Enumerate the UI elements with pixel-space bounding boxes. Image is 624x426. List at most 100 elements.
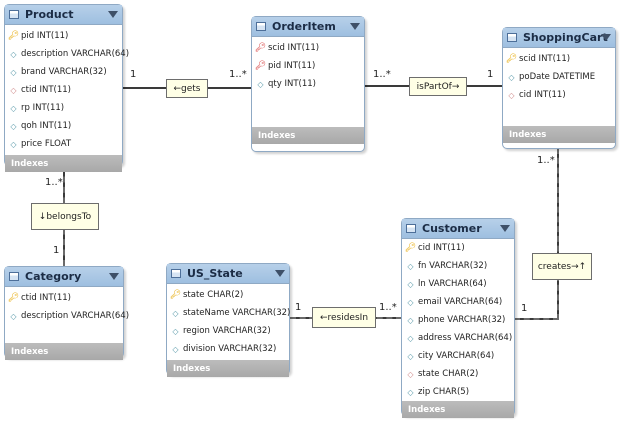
column-row[interactable]: ◇city VARCHAR(64) [402,347,514,365]
relationship-label-resides-in[interactable]: ←residesIn [312,307,376,328]
table-us-state[interactable]: US_State 🔑︎state CHAR(2) ◇stateName VARC… [166,263,291,377]
primary-key-icon: 🔑︎ [7,31,20,41]
relationship-label-is-part-of[interactable]: isPartOf→ [409,77,467,96]
table-header[interactable]: Product [5,5,122,25]
column-text: stateName VARCHAR(32) [183,308,291,318]
column-text: cid INT(11) [418,243,465,253]
indexes-bar[interactable]: Indexes [5,343,123,360]
column-row[interactable]: ◇ qoh INT(11) [5,117,122,135]
cardinality-belongsto-category: 1 [53,245,60,256]
column-row[interactable]: ◇description VARCHAR(64) [5,45,129,63]
column-text: email VARCHAR(64) [418,297,503,307]
creates-line-horizontal [514,318,559,320]
column-row[interactable]: ◇address VARCHAR(64) [402,329,514,347]
column-row[interactable]: ◇ rp INT(11) [5,99,122,117]
column-diamond-icon: ◇ [10,121,17,131]
cardinality-belongsto-product: 1..* [45,177,63,188]
column-text: phone VARCHAR(32) [418,315,506,325]
collapse-arrow-icon[interactable] [108,11,118,18]
table-product[interactable]: Product 🔑︎pid INT(11) ◇description VARCH… [4,4,129,172]
column-row[interactable]: ◇stateName VARCHAR(32) [167,304,291,322]
collapse-arrow-icon[interactable] [275,270,285,277]
column-row[interactable]: ◇ fn VARCHAR(32) [402,257,514,275]
column-row[interactable]: ◇phone VARCHAR(32) [402,311,514,329]
column-row[interactable]: 🔑︎scid INT(11) [252,39,364,57]
table-name: Customer [422,222,482,235]
column-diamond-icon: ◇ [10,311,17,321]
foreign-primary-key-icon: 🔑︎ [254,43,267,53]
column-text: description VARCHAR(64) [21,311,130,321]
column-row[interactable]: ◇ln VARCHAR(64) [402,275,514,293]
column-text: zip CHAR(5) [418,387,470,397]
column-row[interactable]: ◇ description VARCHAR(64) [5,307,129,325]
column-row[interactable]: ◇ ctid INT(11) [5,81,122,99]
primary-key-icon: 🔑︎ [7,293,20,303]
table-customer[interactable]: Customer 🔑︎cid INT(11) ◇ fn VARCHAR(32) ◇… [401,218,515,418]
column-row[interactable]: ◇division VARCHAR(32) [167,340,289,358]
column-diamond-icon: ◇ [10,49,17,59]
relationship-label-belongs-to[interactable]: ↓belongsTo [31,203,99,230]
column-row[interactable]: 🔑︎pid INT(11) [252,57,364,75]
indexes-bar[interactable]: Indexes [167,360,289,377]
table-shoppingcart[interactable]: ShoppingCart 🔑︎scid INT(11) ◇poDate DATE… [502,27,616,149]
collapse-arrow-icon[interactable] [350,23,360,30]
column-row[interactable]: ◇cid INT(11) [503,86,615,104]
column-text: pid INT(11) [268,61,316,71]
table-icon [507,33,517,42]
column-row[interactable]: ◇state CHAR(2) [402,365,514,383]
column-row[interactable]: 🔑︎cid INT(11) [402,239,514,257]
column-list: 🔑︎state CHAR(2) ◇stateName VARCHAR(32) ◇… [167,284,291,360]
table-icon [9,10,19,19]
table-header[interactable]: US_State [167,264,289,284]
table-icon [171,269,181,278]
indexes-bar[interactable]: Indexes [402,401,514,418]
column-row[interactable]: ◇ qty INT(11) [252,75,364,93]
table-header[interactable]: Customer [402,219,514,239]
column-text: state CHAR(2) [183,290,244,300]
table-header[interactable]: OrderItem [252,17,364,37]
column-row[interactable]: ◇brand VARCHAR(32) [5,63,122,81]
column-row[interactable]: ◇email VARCHAR(64) [402,293,514,311]
column-diamond-icon: ◇ [257,79,264,89]
column-row[interactable]: 🔑︎ctid INT(11) [5,289,123,307]
table-icon [9,272,19,281]
column-list: 🔑︎cid INT(11) ◇fn VARCHAR(32) ◇ln VARCHA… [402,239,514,401]
table-icon [256,22,266,31]
column-row[interactable]: 🔑︎scid INT(11) [503,50,615,68]
foreign-key-diamond-icon: ◇ [407,369,414,379]
relationship-label-gets[interactable]: ←gets [166,79,208,98]
column-row[interactable]: ◇price FLOAT [5,135,122,153]
column-text: rp INT(11) [21,103,65,113]
column-row[interactable]: 🔑︎state CHAR(2) [167,286,289,304]
relationship-label-creates[interactable]: creates→↑ [532,253,592,280]
collapse-arrow-icon[interactable] [109,273,119,280]
collapse-arrow-icon[interactable] [500,225,510,232]
primary-key-icon: 🔑︎ [505,54,518,64]
indexes-bar[interactable]: Indexes [5,155,122,172]
column-text: qoh INT(11) [21,121,72,131]
column-diamond-icon: ◇ [10,103,17,113]
cardinality-gets-product: 1 [130,69,137,80]
column-text: qty INT(11) [268,79,316,89]
column-row[interactable]: ◇zip CHAR(5) [402,383,514,401]
column-text: ctid INT(11) [21,85,71,95]
table-name: US_State [187,267,243,280]
table-category[interactable]: Category 🔑︎ctid INT(11) ◇ description VAR… [4,266,129,360]
column-text: ln VARCHAR(64) [418,279,487,289]
table-orderitem[interactable]: OrderItem 🔑︎scid INT(11) 🔑︎pid INT(11) ◇… [251,16,365,152]
column-text: city VARCHAR(64) [418,351,495,361]
column-row[interactable]: ◇poDate DATETIME [503,68,615,86]
indexes-bar[interactable]: Indexes [503,126,615,143]
column-diamond-icon: ◇ [407,261,414,271]
cardinality-ispartof-cart: 1 [487,69,494,80]
collapse-arrow-icon[interactable] [601,34,611,41]
foreign-key-diamond-icon: ◇ [10,85,17,95]
column-text: fn VARCHAR(32) [418,261,488,271]
table-header[interactable]: Category [5,267,123,287]
table-icon [406,224,416,233]
indexes-bar[interactable]: Indexes [252,127,364,144]
table-header[interactable]: ShoppingCart [503,28,615,48]
column-row[interactable]: ◇region VARCHAR(32) [167,322,289,340]
column-row[interactable]: 🔑︎pid INT(11) [5,27,122,45]
